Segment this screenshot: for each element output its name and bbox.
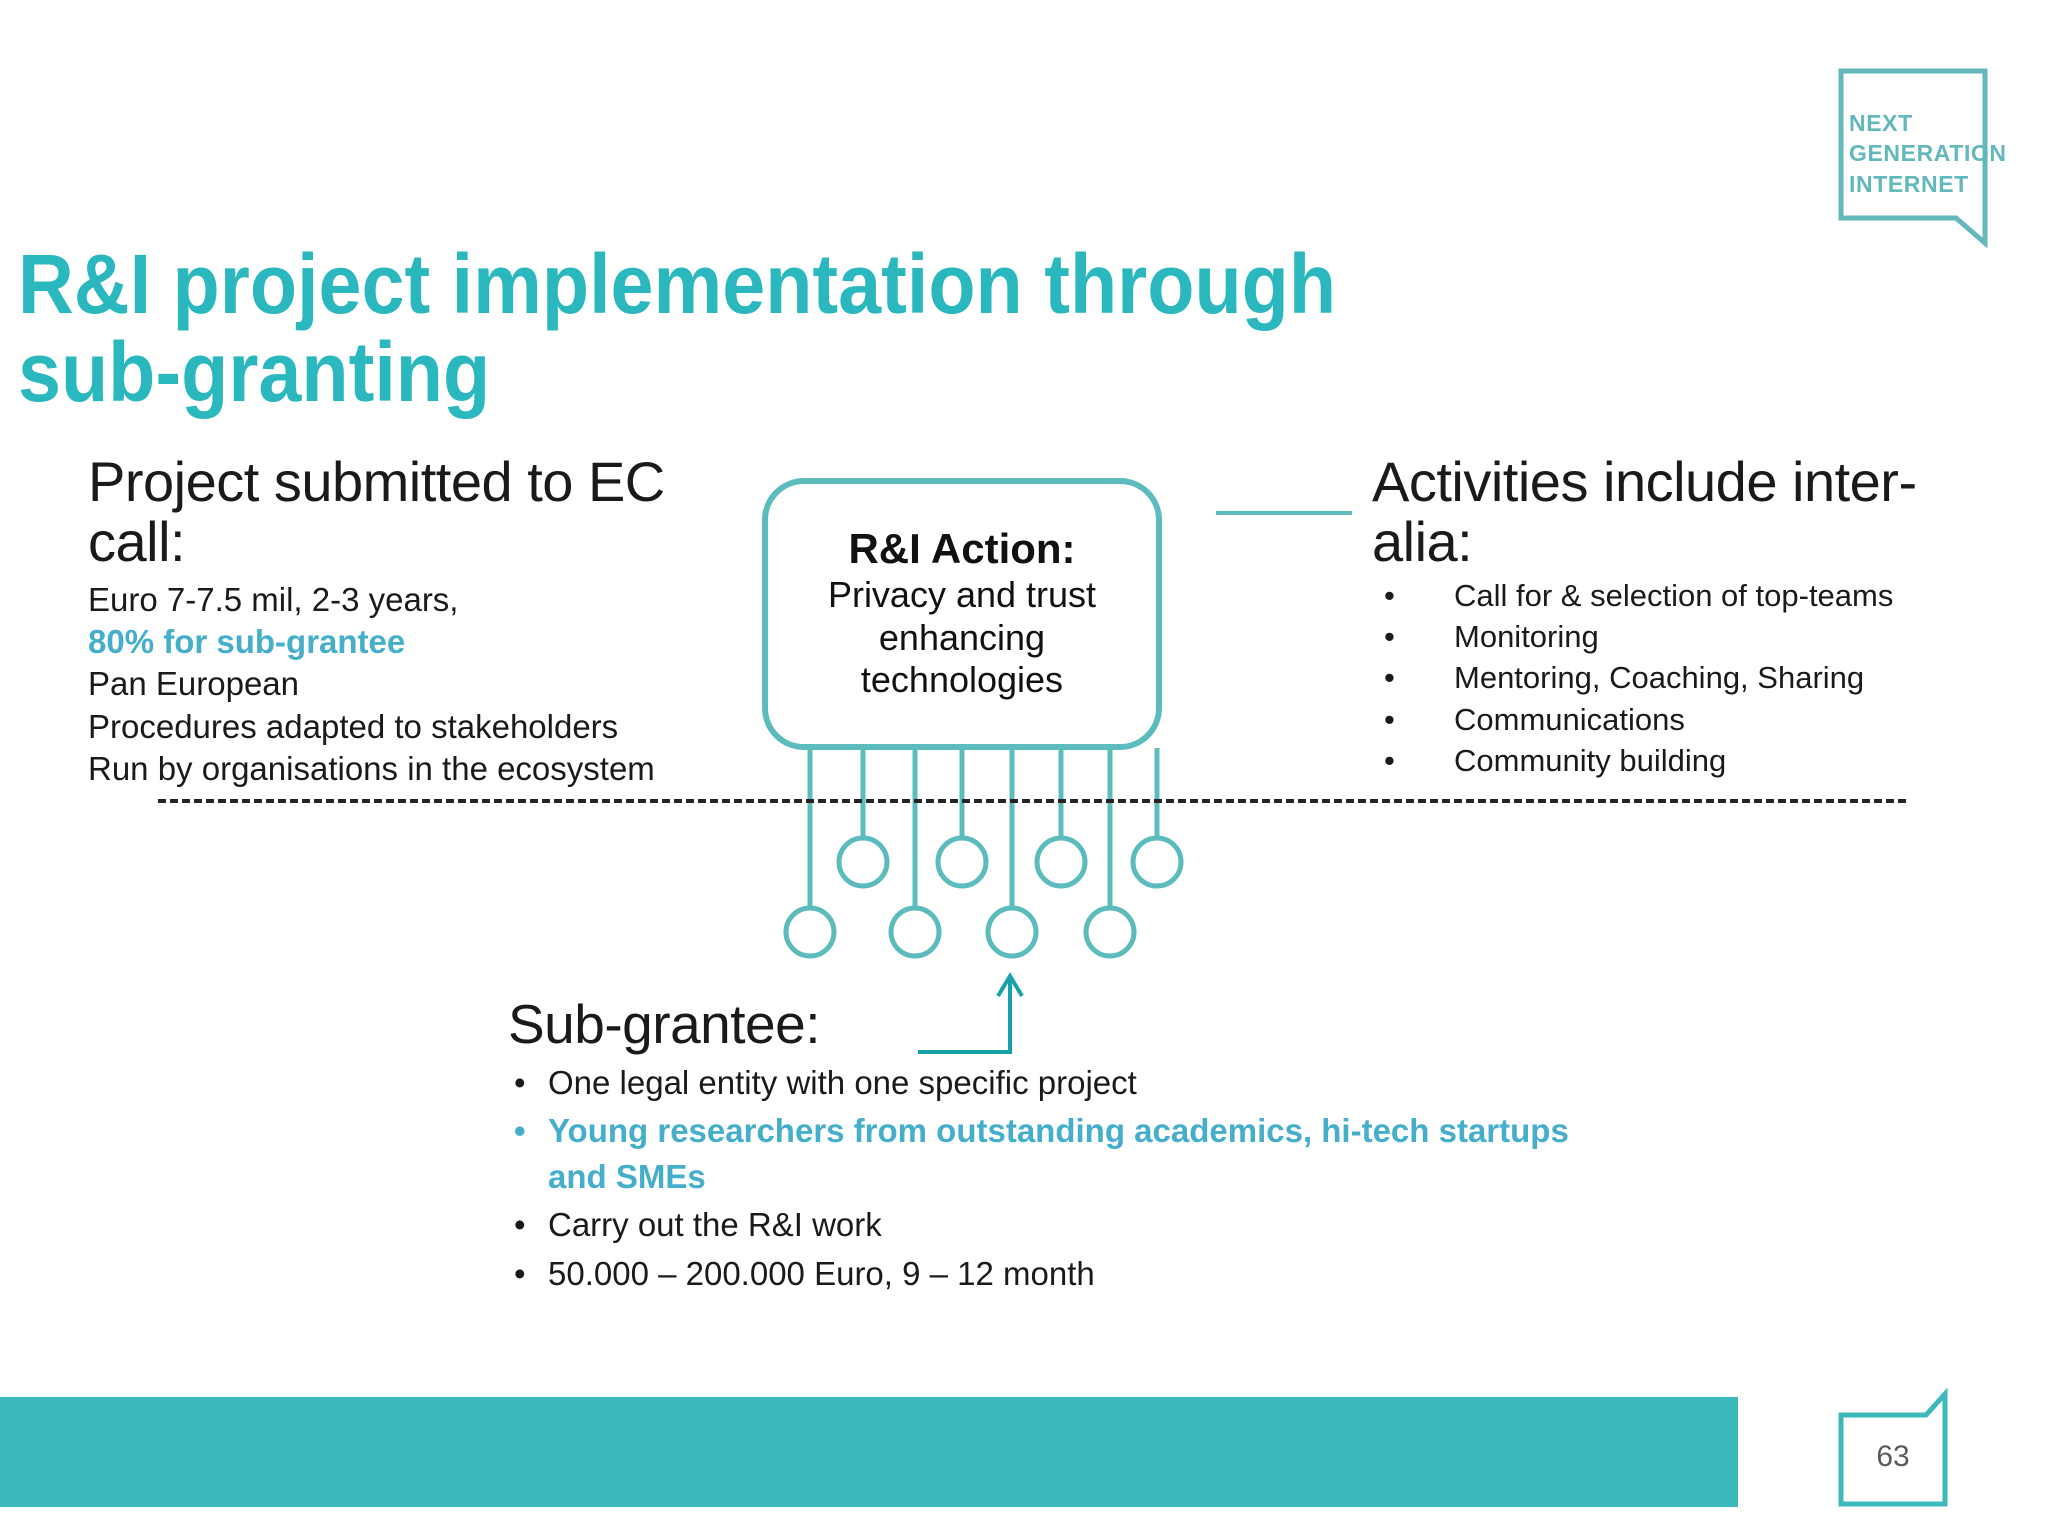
list-item-label: 50.000 – 200.000 Euro, 9 – 12 month xyxy=(548,1254,1095,1292)
list-item-label: Carry out the R&I work xyxy=(548,1206,882,1244)
left-line-5: Run by organisations in the ecosystem xyxy=(88,749,655,787)
sub-grantee-block: Sub-grantee: • One legal entity with one … xyxy=(508,993,1608,1299)
list-item-label: Call for & selection of top-teams xyxy=(1454,577,1894,613)
left-column: Project submitted to EC call: Euro 7-7.5… xyxy=(88,450,708,790)
list-item-label: Monitoring xyxy=(1454,619,1599,655)
left-line-4: Procedures adapted to stakeholders xyxy=(88,707,619,745)
list-item: • 50.000 – 200.000 Euro, 9 – 12 month xyxy=(508,1251,1608,1297)
list-item: • One legal entity with one specific proj… xyxy=(508,1060,1608,1106)
ngi-logo xyxy=(1838,68,1988,249)
rni-action-box: R&I Action: Privacy and trust enhancing … xyxy=(762,478,1162,750)
page-title: R&I project implementation through sub-g… xyxy=(18,237,1337,420)
activities-bullet-list: • Call for & selection of top-teams • Moni… xyxy=(1372,575,2032,781)
list-item-label: One legal entity with one specific proje… xyxy=(548,1063,1137,1101)
list-item-label: Mentoring, Coaching, Sharing xyxy=(1454,660,1865,696)
ngi-line-3: INTERNET xyxy=(1849,170,1969,197)
list-item: • Community building xyxy=(1372,740,2032,781)
footer-bar xyxy=(0,1397,1738,1507)
list-item-highlight: • Young researchers from outstanding acad… xyxy=(508,1108,1608,1200)
sub-grantee-arrow xyxy=(900,930,1150,1080)
sub-grantee-heading: Sub-grantee: xyxy=(508,993,821,1055)
page-number: 63 xyxy=(1876,1440,1910,1473)
bullet-dot-icon: • xyxy=(514,1111,526,1149)
bullet-dot-icon: • xyxy=(1384,742,1395,778)
bullet-dot-icon: • xyxy=(514,1254,526,1292)
dashed-divider-line xyxy=(158,799,1906,803)
bullet-dot-icon: • xyxy=(1384,701,1395,737)
action-box-subtitle: Privacy and trust enhancing technologies xyxy=(827,574,1097,701)
box-right-connector-line xyxy=(1216,511,1352,515)
action-box-title: R&I Action: xyxy=(848,525,1076,573)
ngi-line-2: GENERATION xyxy=(1849,140,2007,167)
right-column-heading: Activities include inter- alia: xyxy=(1372,450,1917,574)
bullet-dot-icon: • xyxy=(514,1063,526,1101)
sub-grantee-stems-diagram xyxy=(780,740,1200,1000)
left-line-1: Euro 7-7.5 mil, 2-3 years, xyxy=(88,580,459,618)
left-line-2-highlight: 80% for sub-grantee xyxy=(88,623,406,661)
page-number-badge xyxy=(1838,1387,1948,1507)
list-item: • Carry out the R&I work xyxy=(508,1202,1608,1248)
bullet-dot-icon: • xyxy=(1384,619,1395,655)
ngi-line-1: NEXT xyxy=(1849,110,1913,136)
left-column-lines: Euro 7-7.5 mil, 2-3 years, 80% for sub-g… xyxy=(88,579,708,790)
list-item-label: Young researchers from outstanding acade… xyxy=(548,1111,1569,1196)
list-item: • Call for & selection of top-teams xyxy=(1372,575,2032,616)
list-item-label: Community building xyxy=(1454,742,1727,778)
left-column-heading: Project submitted to EC call: xyxy=(88,450,665,574)
bullet-dot-icon: • xyxy=(1384,577,1395,613)
left-line-3: Pan European xyxy=(88,665,300,703)
list-item: • Communications xyxy=(1372,699,2032,740)
right-column: Activities include inter- alia: • Call fo… xyxy=(1372,450,2032,781)
bullet-dot-icon: • xyxy=(514,1206,526,1244)
ngi-logo-text: NEXT GENERATION INTERNET xyxy=(1849,108,2007,199)
bullet-dot-icon: • xyxy=(1384,660,1395,696)
list-item: • Monitoring xyxy=(1372,616,2032,657)
list-item: • Mentoring, Coaching, Sharing xyxy=(1372,657,2032,698)
sub-grantee-bullet-list: • One legal entity with one specific proj… xyxy=(508,1060,1608,1297)
list-item-label: Communications xyxy=(1454,701,1685,737)
